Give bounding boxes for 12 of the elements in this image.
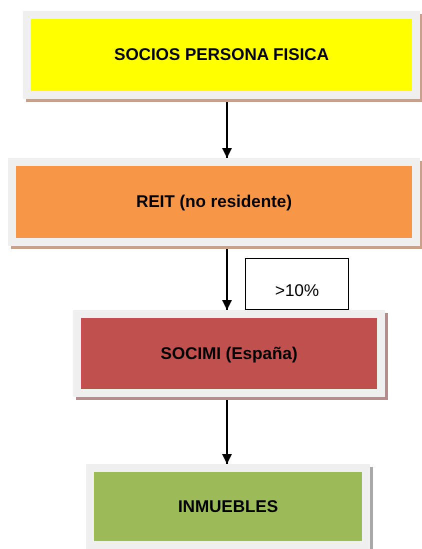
box-label: INMUEBLES [178, 496, 278, 516]
process-box [8, 158, 420, 246]
box-label: SOCIOS PERSONA FISICA [114, 45, 329, 65]
arrow [222, 249, 232, 310]
box-label: REIT (no residente) [136, 192, 292, 212]
process-box [86, 464, 370, 549]
edge-label: >10% [245, 258, 349, 310]
process-box [73, 310, 385, 397]
arrow [222, 102, 232, 158]
box-label: SOCIMI (España) [160, 344, 298, 364]
process-box [23, 11, 420, 99]
arrow [222, 400, 232, 464]
